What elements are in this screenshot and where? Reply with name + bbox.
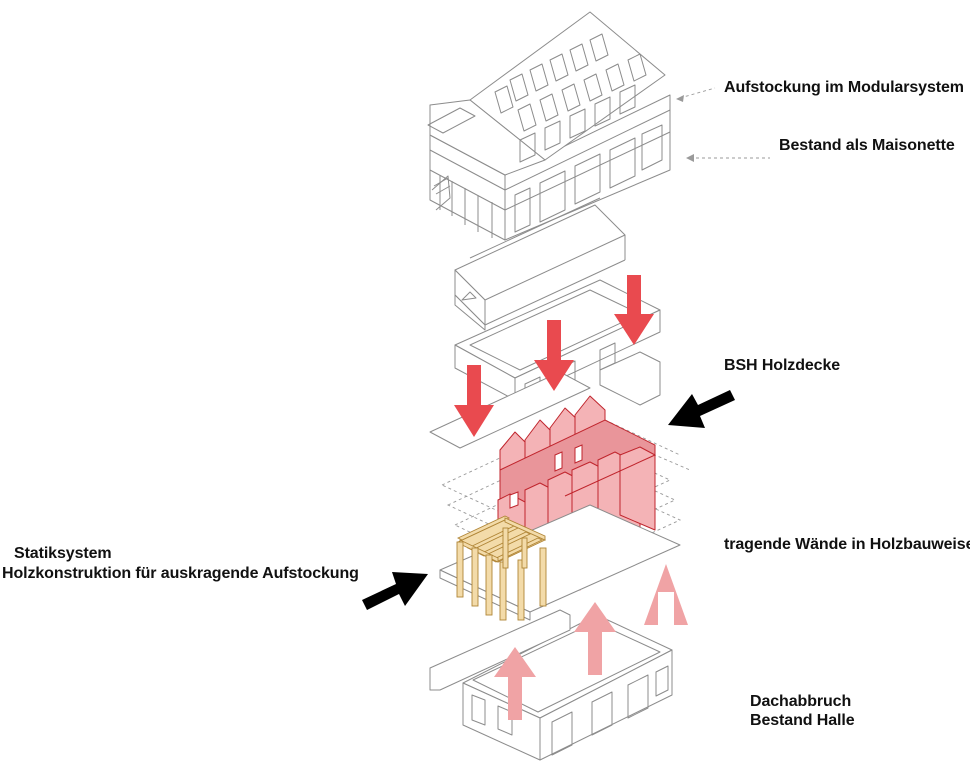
label-statiksystem: Statiksystem: [14, 545, 112, 562]
black-pointer-arrows: [362, 390, 735, 610]
up-arrow-1: [644, 564, 688, 625]
load-down-arrows: [454, 275, 654, 437]
up-arrow-3: [494, 647, 536, 720]
leader-lines: [676, 87, 770, 162]
label-dachabbruch: Dachabbruch: [750, 693, 852, 710]
down-arrow-1: [614, 275, 654, 345]
label-aufstockung: Aufstockung im Modularsystem: [724, 79, 964, 96]
down-arrow-3: [454, 365, 494, 437]
timber-frame-structure: [456, 515, 547, 621]
down-arrow-2: [534, 320, 574, 391]
label-bsh-holzdecke: BSH Holzdecke: [724, 357, 841, 374]
up-arrows: [494, 564, 688, 720]
up-arrow-2: [574, 602, 616, 675]
modular-building: [427, 11, 671, 241]
existing-maisonette: [454, 197, 626, 331]
black-arrow-statik: [362, 572, 428, 610]
label-bestand-maisonette: Bestand als Maisonette: [779, 137, 955, 154]
label-holzkonstruktion: Holzkonstruktion für auskragende Aufstoc…: [2, 565, 359, 582]
label-bestand-halle: Bestand Halle: [750, 712, 855, 729]
existing-hall: [429, 609, 673, 761]
label-tragende-waende: tragende Wände in Holzbauweise: [724, 536, 970, 553]
black-arrow-holzdecke: [668, 390, 735, 428]
